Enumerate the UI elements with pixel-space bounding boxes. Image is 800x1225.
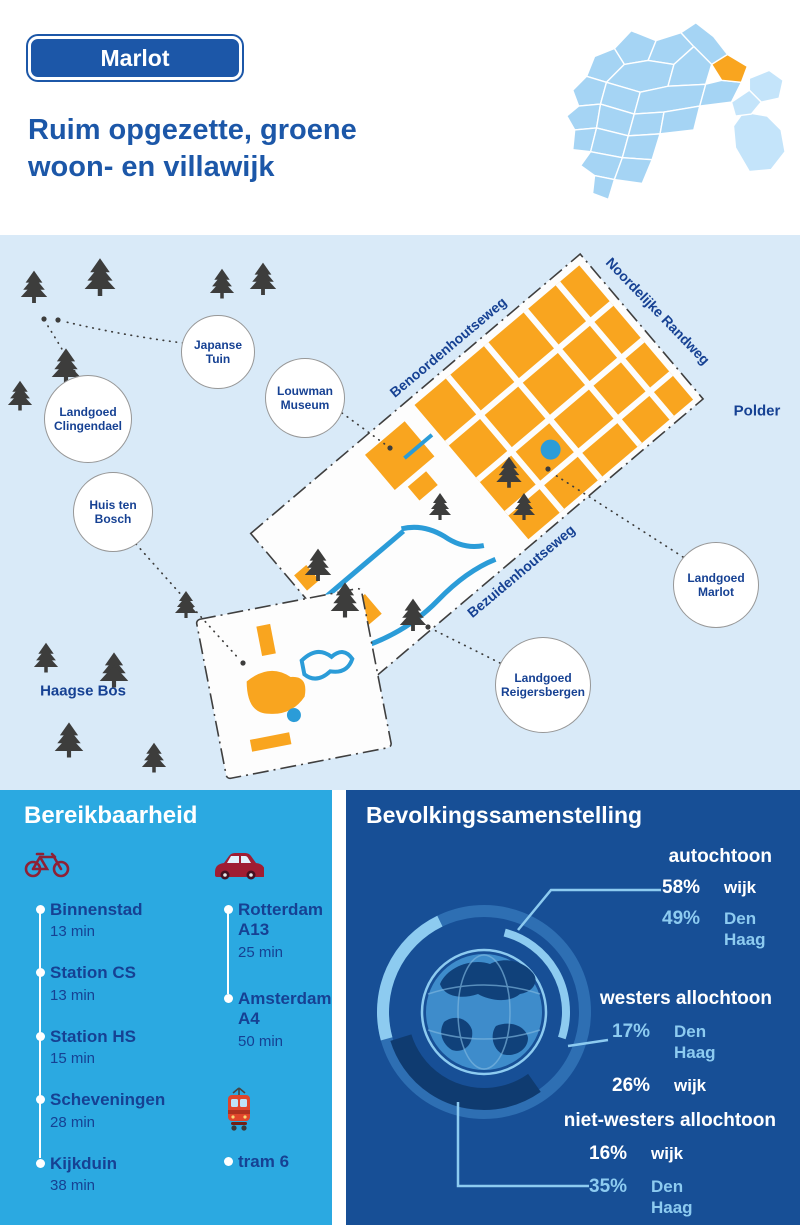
highway-name: A13 bbox=[238, 920, 270, 940]
bottom-panels: Bereikbaarheid Binnenstad 13 min bbox=[0, 790, 800, 1225]
stat-group-label: autochtoon bbox=[668, 846, 772, 867]
stat-row: 49% Den Haag bbox=[662, 908, 772, 951]
stat-scope: wijk bbox=[674, 1075, 707, 1095]
car-destination-item: Amsterdam A4 50 min bbox=[224, 988, 332, 1050]
bevolking-title: Bevolkingssamenstelling bbox=[366, 802, 643, 828]
area-label-polder: Polder bbox=[733, 402, 781, 420]
poi-label: Huis ten Bosch bbox=[89, 497, 137, 526]
map-illustration bbox=[7, 252, 705, 780]
destination-name: Rotterdam bbox=[238, 900, 324, 919]
poi-label: Landgoed Clingendael bbox=[53, 404, 122, 433]
poi-label: Japanse Tuin bbox=[193, 337, 243, 366]
bevolkingssamenstelling-panel: Bevolkingssamenstelling bbox=[346, 790, 800, 1225]
poi-circle-landgoed-clingendael: Landgoed Clingendael bbox=[44, 375, 132, 463]
stat-group-westers-allochtoon: westers allochtoon 17% Den Haag 26% wijk bbox=[562, 988, 772, 1097]
header: Marlot Ruim opgezette, groene woon- en v… bbox=[0, 0, 800, 235]
bike-destination-item: Binnenstad 13 min bbox=[36, 900, 194, 941]
travel-time: 50 min bbox=[238, 1032, 284, 1050]
destination-name: Amsterdam bbox=[238, 988, 332, 1008]
travel-time: 28 min bbox=[50, 1113, 96, 1131]
poi-circle-huis-ten-bosch: Huis ten Bosch bbox=[73, 472, 153, 552]
stat-value: 26% bbox=[612, 1074, 651, 1096]
pond bbox=[540, 439, 561, 460]
poi-label: Louwman Museum bbox=[277, 383, 333, 412]
tram-line-item: tram 6 bbox=[223, 1152, 290, 1171]
bereikbaarheid-title: Bereikbaarheid bbox=[24, 802, 198, 829]
bereikbaarheid-panel: Bereikbaarheid Binnenstad 13 min bbox=[0, 790, 332, 1225]
bike-destination-item: Station HS 15 min bbox=[36, 1026, 194, 1068]
stat-group-autochtoon: autochtoon 58% wijk 49% Den Haag bbox=[582, 846, 772, 951]
car-icon bbox=[215, 853, 265, 880]
park-square-area bbox=[195, 587, 392, 780]
poi-label: Landgoed Reigersbergen bbox=[500, 670, 586, 699]
poi-circle-landgoed-reigersbergen: Landgoed Reigersbergen bbox=[495, 637, 591, 733]
stat-group-label: niet-westers allochtoon bbox=[563, 1110, 776, 1131]
stat-row: 26% wijk bbox=[612, 1075, 772, 1097]
stat-row: 17% Den Haag bbox=[612, 1021, 772, 1064]
badge-label: Marlot bbox=[100, 44, 170, 71]
stat-value: 16% bbox=[589, 1143, 628, 1164]
stat-scope: wijk bbox=[724, 878, 757, 897]
destination-name: Binnenstad bbox=[50, 900, 143, 919]
poi-circle-louwman-museum: Louwman Museum bbox=[265, 358, 345, 438]
destination-name: Station CS bbox=[50, 963, 136, 983]
poi-label: Landgoed Marlot bbox=[687, 570, 745, 599]
stat-row: 35% Den Haag bbox=[589, 1176, 776, 1219]
bike-destination-item: Scheveningen 28 min bbox=[36, 1090, 194, 1131]
stat-scope: Den Haag bbox=[674, 1022, 716, 1063]
stat-scope: wijk bbox=[651, 1144, 684, 1163]
stat-group-niet-westers-allochtoon: niet-westers allochtoon 16% wijk 35% Den… bbox=[554, 1110, 776, 1219]
bike-column: Binnenstad 13 min Station CS 13 min Stat… bbox=[24, 848, 194, 1217]
travel-time: 15 min bbox=[50, 1050, 96, 1068]
den-haag-minimap-icon bbox=[566, 22, 786, 201]
poi-circle-landgoed-marlot: Landgoed Marlot bbox=[673, 542, 759, 628]
place-name-sign: Marlot bbox=[28, 36, 242, 80]
stat-value: 17% bbox=[612, 1021, 651, 1042]
area-label-haagse-bos: Haagse Bos bbox=[40, 682, 126, 700]
stat-group-label: westers allochtoon bbox=[599, 988, 772, 1009]
stat-scope: Den Haag bbox=[651, 1177, 693, 1218]
stat-value: 35% bbox=[589, 1176, 628, 1197]
stat-row: 58% wijk bbox=[662, 877, 772, 899]
travel-time: 25 min bbox=[238, 943, 284, 961]
connector-dots bbox=[41, 316, 551, 666]
page-title: Ruim opgezette, groene woon- en villawij… bbox=[28, 112, 357, 185]
stat-value: 58% bbox=[662, 877, 701, 898]
neighborhood-map: Benoordenhoutseweg Noordelijke Randweg B… bbox=[0, 235, 800, 790]
car-destination-list: Rotterdam A13 25 min Amsterdam A4 50 min bbox=[224, 900, 332, 1050]
title-line-2: woon- en villawijk bbox=[28, 150, 275, 183]
destination-name: Station HS bbox=[50, 1026, 136, 1046]
stat-value: 49% bbox=[662, 908, 701, 929]
bike-destination-item: Station CS 13 min bbox=[36, 963, 194, 1004]
car-column: Rotterdam A13 25 min Amsterdam A4 50 min bbox=[212, 848, 332, 1078]
poi-circle-japanse-tuin: Japanse Tuin bbox=[181, 315, 255, 389]
tram-icon bbox=[228, 1087, 250, 1131]
travel-time: 13 min bbox=[50, 986, 96, 1004]
bicycle-icon bbox=[24, 852, 70, 878]
pond bbox=[286, 708, 301, 723]
car-destination-item: Rotterdam A13 25 min bbox=[224, 900, 328, 961]
bike-destination-item: Kijkduin 38 min bbox=[36, 1153, 194, 1194]
travel-time: 38 min bbox=[50, 1176, 96, 1194]
highway-name: A4 bbox=[238, 1009, 260, 1029]
stat-row: 16% wijk bbox=[589, 1143, 776, 1165]
travel-time: 13 min bbox=[50, 923, 96, 941]
stat-scope: Den Haag bbox=[724, 909, 766, 950]
destination-name: Kijkduin bbox=[50, 1153, 118, 1173]
bike-destination-list: Binnenstad 13 min Station CS 13 min Stat… bbox=[36, 900, 194, 1194]
title-line-1: Ruim opgezette, groene bbox=[28, 114, 357, 146]
highlighted-district-marlot bbox=[710, 53, 749, 83]
destination-name: Scheveningen bbox=[50, 1090, 166, 1110]
